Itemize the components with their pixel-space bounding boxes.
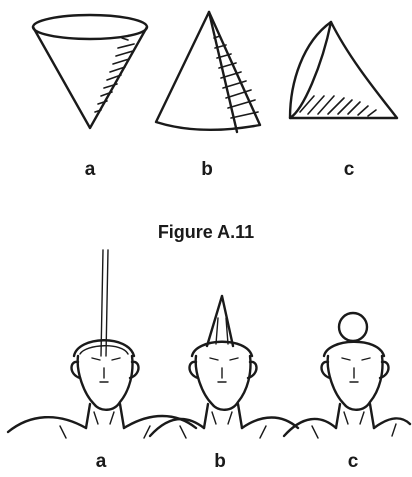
cone-a [33,15,147,128]
head-c [284,313,410,438]
cone-label-b: b [201,160,213,179]
cone-c [290,22,397,118]
cone-label-a: a [85,160,96,179]
head-label-a: a [96,452,107,471]
figure-caption: Figure A.11 [158,222,254,243]
head-label-b: b [214,452,226,471]
head-label-c: c [348,452,359,471]
cone-label-c: c [344,160,355,179]
cone-b [156,12,260,132]
head-a [8,250,196,438]
